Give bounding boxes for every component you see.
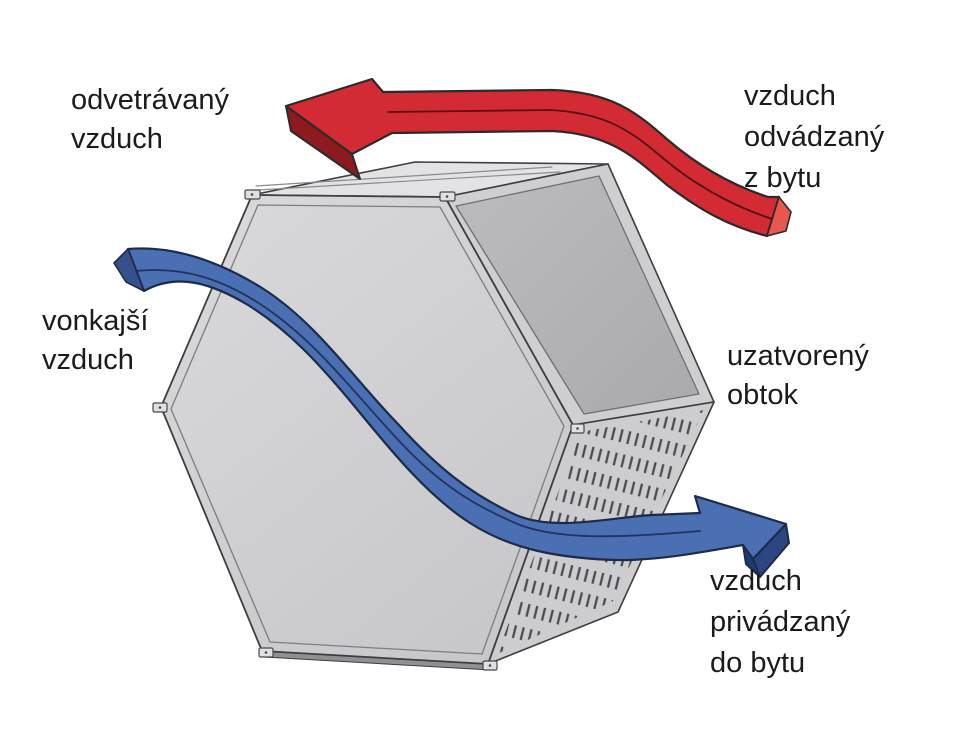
extract-arrow-crease bbox=[387, 109, 773, 220]
heat-exchanger-unit bbox=[152, 161, 715, 671]
extract-arrow-end-facet bbox=[766, 196, 792, 237]
extract-air-arrow bbox=[284, 77, 792, 238]
label-extracted-air: vzduch odvádzaný z bytu bbox=[744, 80, 885, 194]
supply-arrow-ribbon bbox=[126, 247, 788, 562]
supply-arrow-end-facet bbox=[113, 248, 145, 292]
label-outdoor-air: vonkajší vzduch bbox=[42, 305, 149, 376]
label-supplied-air: vzduch privádzaný do bytu bbox=[710, 565, 851, 679]
corner-screws bbox=[152, 189, 585, 671]
label-closed-bypass: uzatvorený obtok bbox=[727, 340, 869, 411]
supply-arrow-crease bbox=[135, 269, 701, 538]
supply-air-arrow bbox=[113, 247, 790, 578]
label-exhaust-air: odvetrávaný vzduch bbox=[71, 84, 229, 155]
